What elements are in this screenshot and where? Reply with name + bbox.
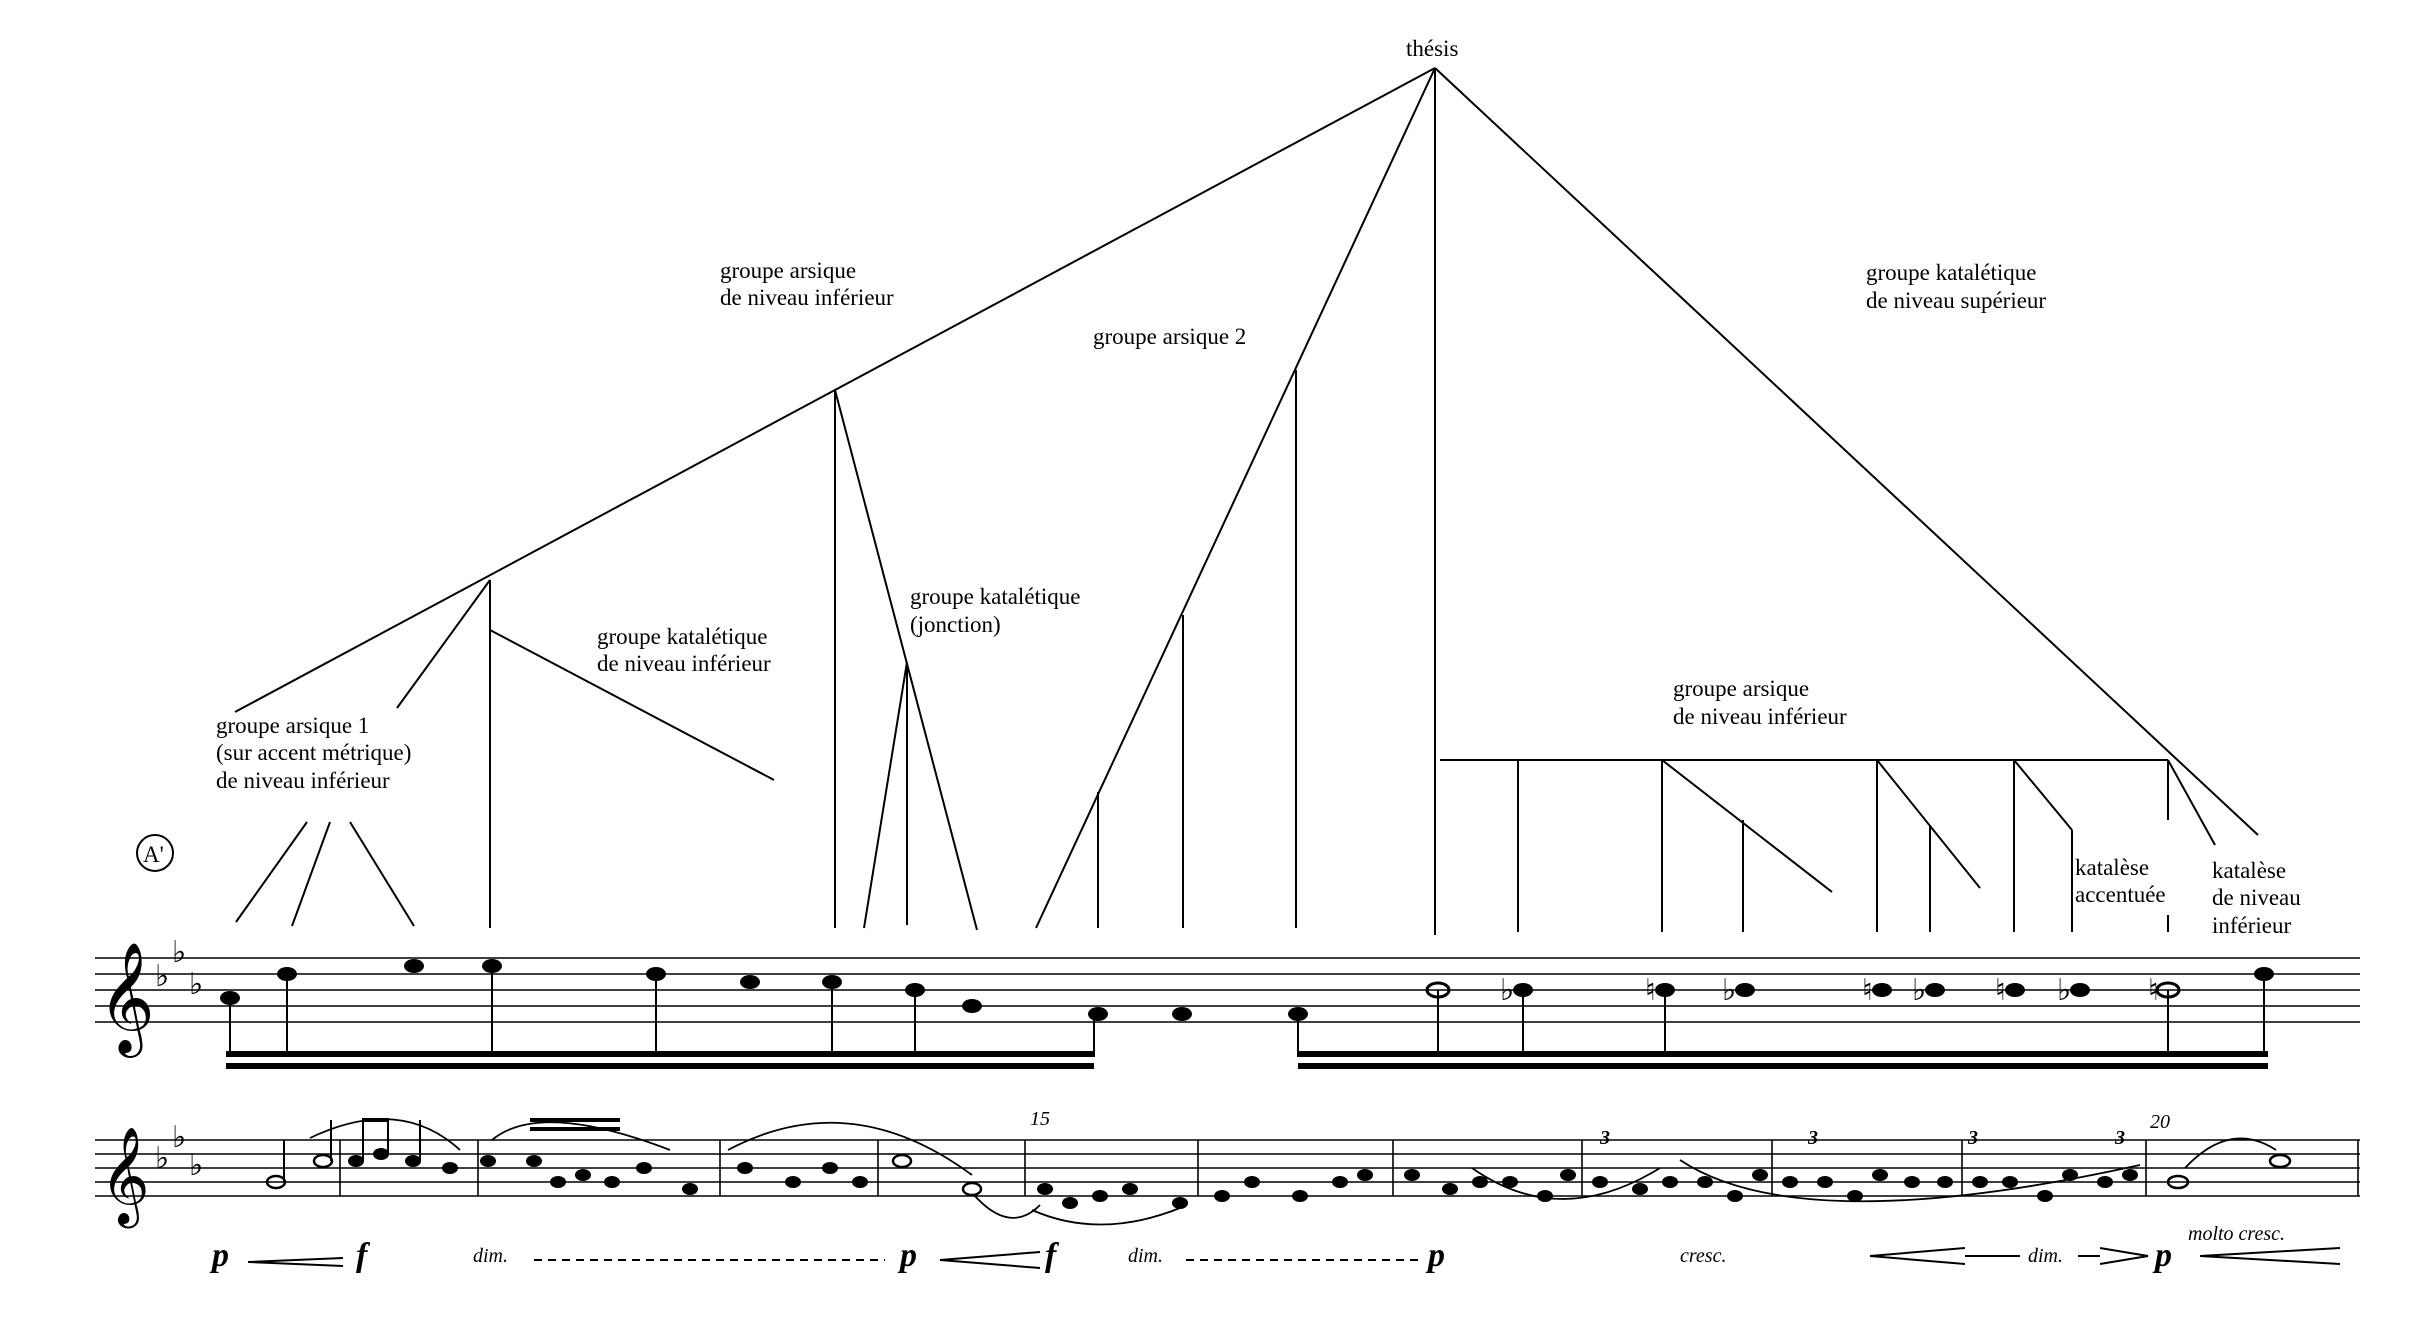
label-katal-inferior: groupe katalétique — [597, 624, 768, 649]
tuplet-3: 3 — [1599, 1127, 1610, 1149]
label-katalese-accentuee: katalèse — [2075, 855, 2149, 880]
label-katal-superior: groupe katalétique — [1866, 260, 2037, 285]
dynamic-dim: dim. — [1128, 1245, 1163, 1267]
label-arsic-2: groupe arsique 2 — [1093, 324, 1246, 349]
dynamic-f: f — [356, 1237, 371, 1274]
svg-text:♮: ♮ — [1645, 973, 1656, 1008]
reduction-notes — [220, 959, 2274, 1057]
label-arsic-inferior-right: groupe arsique — [1673, 676, 1809, 701]
treble-clef-icon: 𝄞 — [98, 941, 155, 1058]
svg-text:♭: ♭ — [189, 1148, 203, 1183]
measure-number-20: 20 — [2150, 1111, 2170, 1133]
reduction-beams — [226, 1051, 2268, 1069]
dynamic-f: f — [1045, 1237, 1060, 1274]
dynamic-p: p — [897, 1237, 917, 1274]
label-katalese-inferior: katalèse — [2212, 858, 2286, 883]
label-arsic-1: groupe arsique 1 — [216, 713, 369, 738]
section-marker: A' — [136, 834, 174, 872]
section-marker-label: A' — [143, 842, 164, 867]
label-katal-superior-2: de niveau supérieur — [1866, 288, 2046, 313]
melody-notes — [265, 1118, 2292, 1209]
tree-branch — [2013, 759, 2073, 831]
dynamic-p: p — [2152, 1237, 2172, 1274]
dynamic-dim: dim. — [2028, 1245, 2063, 1267]
svg-text:♭: ♭ — [172, 935, 186, 970]
reduction-staff — [95, 957, 2360, 1023]
tree-branch — [1876, 759, 1981, 889]
tree-branch — [1434, 67, 2259, 836]
measure-number-15: 15 — [1030, 1108, 1050, 1130]
svg-text:♭: ♭ — [172, 1120, 186, 1155]
tuplet-3: 3 — [1967, 1127, 1978, 1149]
svg-text:♭: ♭ — [1912, 973, 1926, 1008]
tree-labels: thésis groupe arsique de niveau inférieu… — [216, 36, 2301, 938]
dynamics: p f dim. p f dim. p cresc. dim. p molto … — [209, 1223, 2341, 1274]
tree-branch — [863, 661, 908, 929]
dynamic-dim: dim. — [473, 1245, 508, 1267]
label-katalese-inferior-3: inférieur — [2212, 913, 2292, 938]
tree-branch — [396, 579, 491, 709]
rhythm-tree — [234, 67, 2259, 935]
svg-text:♭: ♭ — [189, 967, 203, 1002]
tree-branch — [291, 821, 331, 927]
svg-text:♭: ♭ — [1500, 973, 1514, 1008]
label-arsic-inferior-top-2: de niveau inférieur — [720, 285, 894, 310]
tuplet-3: 3 — [1807, 1127, 1818, 1149]
tree-branch — [1035, 67, 1436, 929]
dynamic-p: p — [1425, 1237, 1445, 1274]
key-signature: ♭ ♭ ♭ — [155, 1120, 203, 1183]
tree-branch — [489, 629, 775, 781]
label-katalese-inferior-2: de niveau — [2212, 885, 2301, 910]
label-arsic-inferior-right-2: de niveau inférieur — [1673, 704, 1847, 729]
label-thesis: thésis — [1406, 36, 1458, 61]
label-katal-jonction: groupe katalétique — [910, 584, 1081, 609]
svg-text:♭: ♭ — [2057, 973, 2071, 1008]
reduction-accidentals: ♭ ♮ ♭ ♮ ♭ ♮ ♭ ♮ — [1500, 973, 2159, 1008]
dynamic-molto-cresc: molto cresc. — [2188, 1223, 2285, 1245]
key-signature: ♭ ♭ ♭ — [155, 935, 203, 1002]
svg-text:♭: ♭ — [155, 959, 169, 994]
slurs — [309, 1118, 2277, 1226]
label-arsic-1-3: de niveau inférieur — [216, 768, 390, 793]
svg-text:♭: ♭ — [155, 1141, 169, 1176]
label-arsic-1-2: (sur accent métrique) — [216, 740, 411, 765]
svg-text:♮: ♮ — [1995, 973, 2006, 1008]
dynamic-cresc: cresc. — [1680, 1245, 1726, 1267]
svg-text:♮: ♮ — [1862, 973, 1873, 1008]
svg-text:♮: ♮ — [2148, 973, 2159, 1008]
label-katal-inferior-2: de niveau inférieur — [597, 651, 771, 676]
tree-branch — [1661, 759, 1833, 893]
bar-lines — [339, 1140, 2359, 1196]
tree-branch — [834, 389, 978, 931]
tree-branch — [2167, 759, 2216, 846]
label-arsic-inferior-top: groupe arsique — [720, 258, 856, 283]
treble-clef-icon: 𝄞 — [100, 1126, 150, 1228]
tree-branch — [235, 821, 308, 923]
svg-text:♭: ♭ — [1722, 973, 1736, 1008]
tree-branch — [349, 821, 415, 927]
label-katalese-accentuee-2: accentuée — [2075, 882, 2166, 907]
label-katal-jonction-2: (jonction) — [910, 612, 1001, 637]
dynamic-p: p — [209, 1237, 229, 1274]
tuplet-3: 3 — [2114, 1127, 2125, 1149]
